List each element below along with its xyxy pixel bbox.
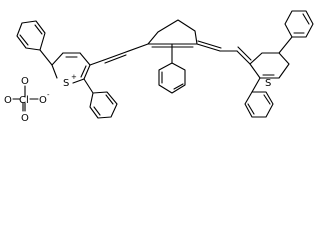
double-bond [173,83,184,90]
oxygen-atom-bottom: O [21,113,29,124]
bond [83,78,94,94]
oxygen-atom-top: O [21,76,29,87]
double-bond [247,103,255,115]
phenyl-ring [16,20,46,51]
chemical-structure-diagram: S + O O Cl O - O [4,10,314,124]
bond [125,43,149,53]
double-bond [80,65,87,78]
sulfur-atom-right: S [265,78,271,89]
left-thiopyrylium-group: S + [16,20,118,119]
oxygen-atom-right: O [39,95,47,106]
double-bond [93,106,101,116]
double-bond [197,40,222,49]
bond [72,78,85,84]
perchlorate-charge: - [47,91,50,99]
double-bond [105,94,114,105]
double-bond [237,46,252,61]
phenyl-ring [89,91,118,119]
bond [51,52,64,66]
oxygen-atom-left: O [4,95,12,106]
bond [251,77,261,93]
perchlorate-anion: O O Cl O - O [4,76,50,124]
sulfonium-charge: + [71,73,77,81]
cyclopentene-linker [89,19,252,94]
double-bond [19,34,29,46]
cyclopentene-ring [147,19,198,45]
bond [83,64,91,80]
bond [103,51,127,61]
phenyl-ring [284,10,314,38]
chlorine-atom: Cl [19,95,29,106]
double-bond [34,24,43,35]
sulfur-atom-left: S [63,78,69,89]
bond [89,59,105,66]
bond [39,49,53,66]
thiopyran-ring [249,52,290,79]
bond [79,52,91,66]
double-bond [104,54,127,64]
double-bond [302,13,310,25]
bond [236,50,251,65]
double-bond [263,94,271,105]
bond [196,43,221,52]
phenyl-ring [244,91,274,118]
bond [278,36,293,54]
bond [51,64,58,79]
phenyl-ring [158,62,186,94]
right-thiopyran-group: S [244,10,314,118]
